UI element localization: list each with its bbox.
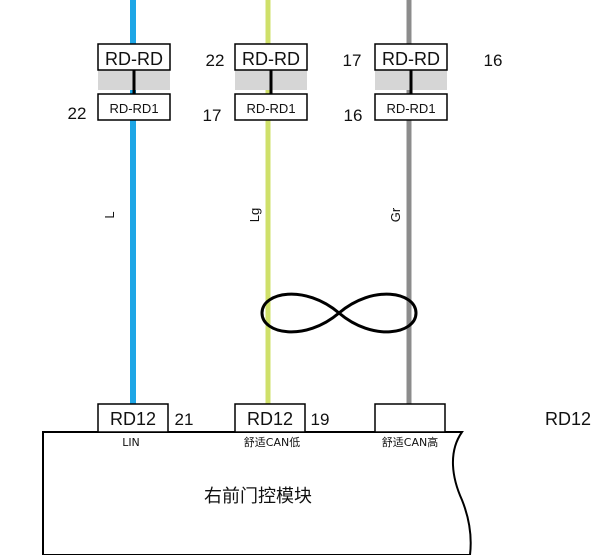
pin-number: 22	[206, 51, 225, 70]
module-pin-1: RD12 21 LIN	[97, 403, 194, 449]
twisted-pair-symbol	[260, 292, 418, 334]
wire-color-code: Lg	[247, 208, 262, 222]
pin-number: 17	[203, 106, 222, 125]
pin-number: 17	[343, 51, 362, 70]
connector-bottom-label: RD-RD1	[386, 101, 435, 116]
module-pin-label: RD12	[110, 409, 156, 429]
connector-pair-3: RD-RD RD-RD1 17 16 16	[343, 43, 503, 125]
module-pin-label: RD12	[247, 409, 293, 429]
module-pin-signal: LIN	[122, 436, 140, 449]
module-pin-number: 19	[311, 410, 330, 429]
connector-bottom-label: RD-RD1	[109, 101, 158, 116]
wire-color-code: L	[102, 211, 117, 218]
module-pin-signal: 舒适CAN高	[382, 435, 438, 449]
module-pin-2: RD12 19 舒适CAN低	[234, 403, 330, 449]
connector-pair-1: RD-RD RD-RD1 22	[68, 43, 171, 123]
pin-number: 16	[484, 51, 503, 70]
connector-top-label: RD-RD	[382, 49, 440, 69]
connector-pair-2: RD-RD RD-RD1 22 17	[203, 43, 308, 125]
connector-top-label: RD-RD	[105, 49, 163, 69]
pin-number: 16	[344, 106, 363, 125]
module-body	[42, 431, 472, 555]
module-connector-label: RD12	[545, 409, 591, 429]
connector-bottom-label: RD-RD1	[246, 101, 295, 116]
connector-top-label: RD-RD	[242, 49, 300, 69]
module-name: 右前门控模块	[204, 486, 312, 507]
module-pin-3: 舒适CAN高	[374, 403, 446, 449]
module-pin-signal: 舒适CAN低	[244, 435, 300, 449]
pin-number: 22	[68, 104, 87, 123]
wire-color-code: Gr	[388, 207, 403, 222]
module-pin-number: 21	[175, 410, 194, 429]
